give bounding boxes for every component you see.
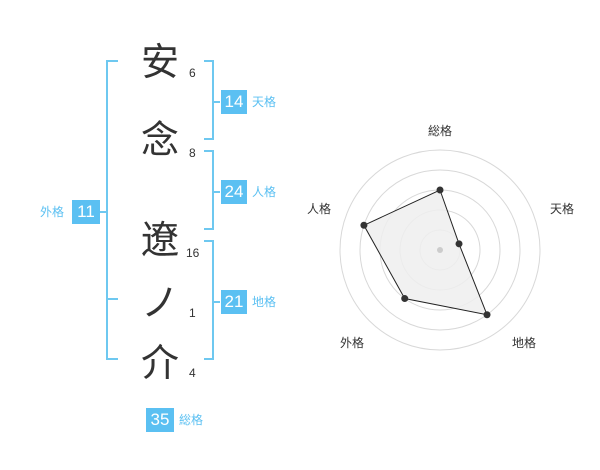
tenkaku-bracket-bottom bbox=[204, 138, 214, 140]
name-char-3: 遼 bbox=[140, 218, 179, 262]
outer-bracket-line bbox=[106, 60, 108, 360]
radar-label-tenkaku: 天格 bbox=[549, 202, 574, 216]
radar-ring bbox=[359, 169, 521, 331]
tenkaku-bracket-stub bbox=[214, 101, 220, 103]
jinkaku-label: 人格 bbox=[252, 185, 277, 199]
radar-point bbox=[455, 240, 463, 248]
chikaku-bracket-stub bbox=[214, 301, 220, 303]
jinkaku-bracket-top bbox=[204, 150, 214, 152]
radar-point bbox=[436, 186, 444, 194]
name-char-4: ノ bbox=[140, 281, 179, 325]
stroke-count-1: 6 bbox=[189, 66, 196, 80]
stroke-count-5: 4 bbox=[189, 366, 196, 380]
radar-ring bbox=[339, 149, 541, 351]
stroke-count-4: 1 bbox=[189, 306, 196, 320]
gaikaku-value-badge: 11 bbox=[72, 200, 100, 224]
outer-bracket-top bbox=[106, 60, 118, 62]
outer-bracket-bottom bbox=[106, 358, 118, 360]
chikaku-value-badge: 21 bbox=[221, 290, 247, 314]
name-char-5: 介 bbox=[140, 341, 179, 385]
jinkaku-value-badge: 24 bbox=[221, 180, 247, 204]
stroke-count-3: 16 bbox=[186, 246, 200, 260]
radar-label-chikaku: 地格 bbox=[511, 336, 536, 350]
soukaku-value-badge: 35 bbox=[146, 408, 174, 432]
outer-bracket-stub bbox=[100, 211, 106, 213]
stroke-count-2: 8 bbox=[189, 146, 196, 160]
jinkaku-bracket-line bbox=[212, 150, 214, 230]
radar-point bbox=[360, 221, 368, 229]
tenkaku-value-badge: 14 bbox=[221, 90, 247, 114]
name-char-1: 安 bbox=[140, 40, 179, 84]
tenkaku-label: 天格 bbox=[252, 95, 277, 109]
chikaku-label: 地格 bbox=[252, 295, 277, 309]
radar-point bbox=[401, 295, 409, 303]
radar-area bbox=[363, 189, 488, 316]
radar-label-gaikaku: 外格 bbox=[339, 336, 364, 350]
gaikaku-label: 外格 bbox=[40, 205, 65, 219]
radar-point bbox=[483, 311, 491, 319]
tenkaku-bracket-top bbox=[204, 60, 214, 62]
name-char-2: 念 bbox=[140, 118, 179, 162]
jinkaku-bracket-stub bbox=[214, 191, 220, 193]
radar-center-dot bbox=[437, 247, 443, 253]
chikaku-bracket-line bbox=[212, 240, 214, 360]
radar-dots bbox=[360, 186, 491, 319]
radar-label-jinkaku: 人格 bbox=[306, 202, 331, 216]
radar-label-soukaku: 総格 bbox=[427, 124, 452, 138]
jinkaku-bracket-bottom bbox=[204, 228, 214, 230]
outer-bracket-inner-tick bbox=[106, 298, 118, 300]
chikaku-bracket-bottom bbox=[204, 358, 214, 360]
chikaku-bracket-top bbox=[204, 240, 214, 242]
soukaku-label: 総格 bbox=[179, 413, 204, 427]
tenkaku-bracket-line bbox=[212, 60, 214, 140]
